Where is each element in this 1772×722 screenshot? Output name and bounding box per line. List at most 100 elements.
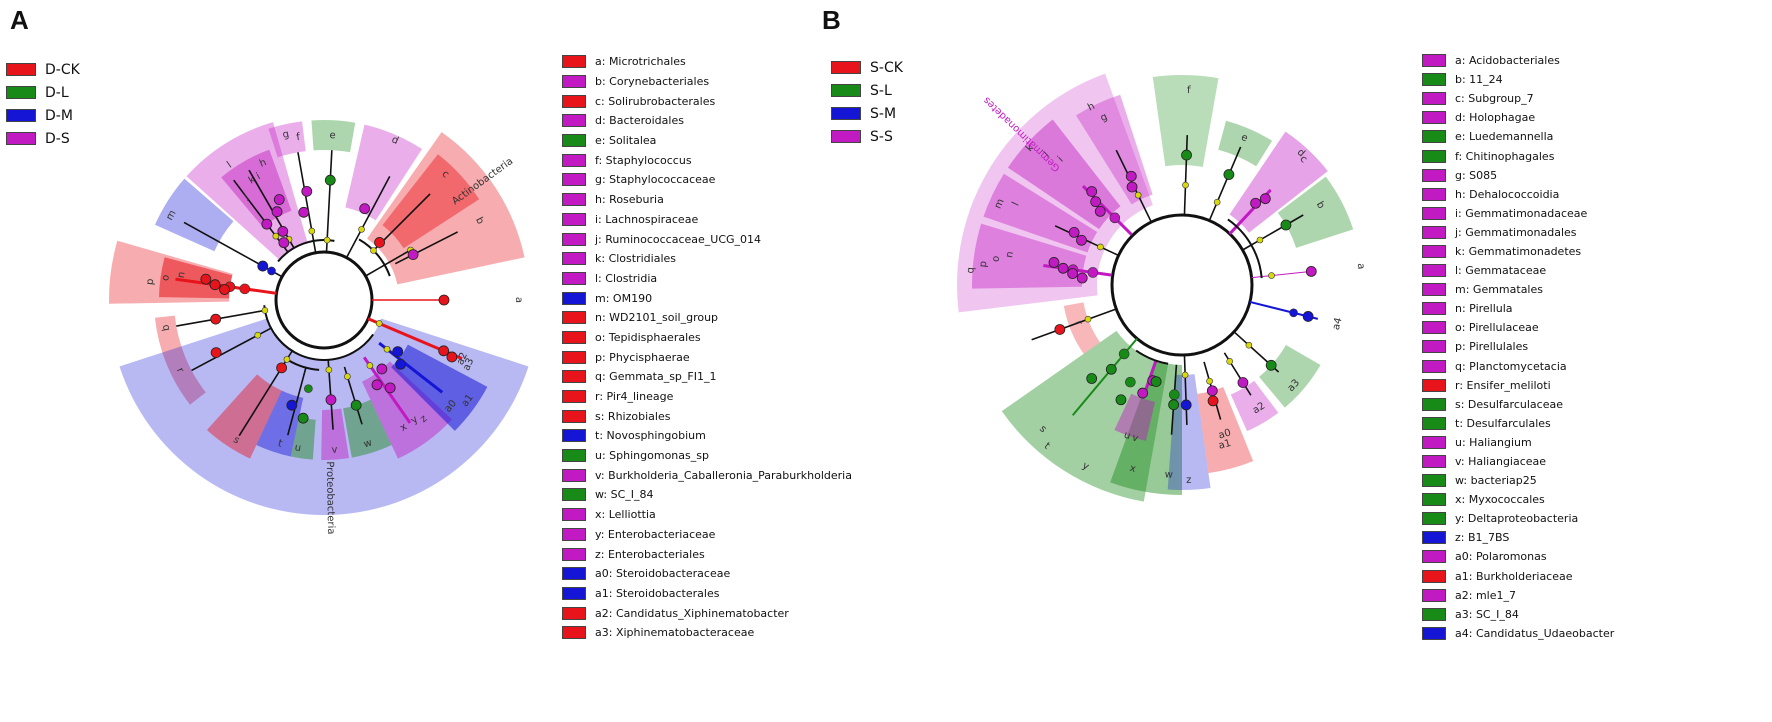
biomarker-label: l	[1011, 200, 1022, 207]
clade-highlight	[367, 132, 525, 285]
biomarker-label: r	[174, 366, 186, 375]
group-legend-item: D-M	[6, 104, 80, 127]
taxa-legend-item: b: 11_24	[1422, 70, 1614, 89]
taxa-legend-item: r: Ensifer_meliloti	[1422, 376, 1614, 395]
clade-highlight	[290, 417, 316, 460]
clade-highlight	[1230, 380, 1279, 432]
tree-node	[1256, 236, 1264, 244]
taxa-legend-item: a3: SC_I_84	[1422, 605, 1614, 624]
biomarker-node	[1094, 205, 1106, 217]
branch	[297, 152, 317, 253]
tree-node	[254, 331, 262, 339]
legend-swatch	[562, 370, 586, 384]
biomarker-label: m	[993, 197, 1007, 210]
legend-swatch-ck	[6, 63, 36, 76]
taxa-legend-item: a: Acidobacteriales	[1422, 51, 1614, 70]
legend-swatch	[562, 153, 586, 167]
panel-letter-a: A	[10, 5, 29, 35]
legend-swatch	[1422, 397, 1446, 411]
group-label: S-CK	[870, 59, 903, 76]
biomarker-node	[395, 358, 407, 370]
taxa-label: a1: Steroidobacterales	[595, 586, 720, 600]
branch-arc	[1227, 218, 1263, 279]
root-ring	[274, 250, 374, 350]
taxa-legend-item: i: Lachnospiraceae	[562, 210, 852, 230]
biomarker-label: o	[160, 274, 172, 282]
biomarker-label: v	[1131, 432, 1140, 444]
biomarker-node	[324, 174, 336, 186]
taxa-label: h: Roseburia	[595, 193, 664, 207]
legend-swatch	[562, 409, 586, 423]
taxa-label: e: Solitalea	[595, 134, 657, 148]
taxa-legend-item: a: Microtrichales	[562, 52, 852, 72]
tree-node	[272, 232, 280, 240]
legend-swatch	[1422, 321, 1446, 335]
taxa-legend-item: u: Haliangium	[1422, 433, 1614, 452]
group-label: D-CK	[45, 61, 80, 78]
legend-swatch	[1422, 359, 1446, 373]
taxa-label: s: Desulfarculaceae	[1455, 397, 1563, 411]
taxa-legend-item: q: Planctomycetacia	[1422, 357, 1614, 376]
tree-node	[1118, 348, 1130, 360]
biomarker-label: w	[1164, 469, 1173, 481]
group-legend-item: S-L	[831, 79, 903, 102]
biomarker-node	[1115, 394, 1127, 406]
taxa-legend-item: z: Enterobacteriales	[562, 544, 852, 564]
biomarker-node	[1280, 219, 1292, 231]
taxa-label: g: Staphylococcaceae	[595, 173, 716, 187]
biomarker-label: h	[258, 157, 268, 170]
biomarker-node	[1150, 376, 1162, 387]
legend-swatch	[562, 527, 586, 541]
legend-swatch	[562, 350, 586, 364]
taxa-legend-item: t: Desulfarculales	[1422, 414, 1614, 433]
branch	[365, 249, 412, 277]
biomarker-node	[384, 382, 396, 394]
taxa-legend-item: x: Myxococcales	[1422, 490, 1614, 509]
biomarker-node	[297, 412, 309, 424]
taxa-label: j: Gemmatimonadales	[1455, 225, 1577, 239]
clade-highlight	[957, 73, 1153, 313]
biomarker-label: p	[145, 278, 157, 285]
taxa-label: w: SC_I_84	[595, 488, 654, 502]
taxa-legend-item: o: Tepidisphaerales	[562, 328, 852, 348]
clade-highlight	[186, 122, 308, 260]
legend-swatch-m	[6, 109, 36, 122]
taxa-legend-item: m: OM190	[562, 288, 852, 308]
biomarker-label: p	[978, 260, 990, 267]
legend-swatch	[1422, 283, 1446, 297]
biomarker-label: a1	[1217, 438, 1232, 452]
legend-swatch	[1422, 493, 1446, 507]
taxa-label: a3: SC_I_84	[1455, 607, 1519, 621]
biomarker-node	[1180, 399, 1192, 411]
biomarker-label: s	[1037, 423, 1048, 435]
biomarker-node	[1265, 359, 1277, 371]
legend-swatch	[562, 330, 586, 344]
biomarker-label: e	[329, 130, 336, 141]
legend-swatch	[562, 193, 586, 207]
biomarker-node	[200, 273, 212, 285]
clade-highlight	[382, 154, 480, 249]
biomarker-node	[374, 237, 385, 248]
legend-swatch-ck	[831, 61, 861, 74]
taxa-legend-item: g: Staphylococcaceae	[562, 170, 852, 190]
biomarker-node	[276, 362, 288, 374]
taxa-label: r: Ensifer_meliloti	[1455, 378, 1551, 392]
biomarker-node	[1237, 377, 1249, 388]
taxa-label: d: Holophagae	[1455, 111, 1536, 125]
taxa-label: m: OM190	[595, 291, 653, 305]
biomarker-node	[1259, 193, 1271, 205]
biomarker-node	[219, 284, 230, 295]
taxa-legend-item: y: Deltaproteobacteria	[1422, 509, 1614, 528]
taxa-legend-item: f: Chitinophagales	[1422, 146, 1614, 165]
biomarker-label: u	[294, 442, 302, 454]
taxa-legend-item: j: Gemmatimonadales	[1422, 223, 1614, 242]
biomarker-node	[271, 206, 283, 218]
taxa-label: s: Rhizobiales	[595, 409, 671, 423]
legend-swatch	[1422, 187, 1446, 201]
clade-highlight	[1152, 75, 1219, 167]
cladogram-b: abcdefghijklmnopqrstuvwxyza0a1a2a3a4Gemm…	[957, 73, 1366, 502]
clade-highlight	[166, 356, 206, 405]
legend-swatch-s	[6, 132, 36, 145]
group-legend-item: D-S	[6, 127, 80, 150]
legend-swatch	[1422, 512, 1446, 526]
